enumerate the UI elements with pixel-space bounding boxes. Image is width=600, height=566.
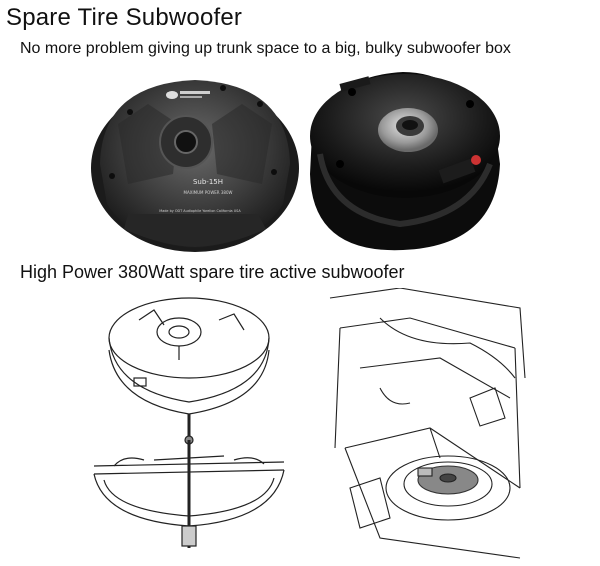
page-subtitle: No more problem giving up trunk space to…: [20, 40, 511, 57]
subwoofer-angle-photo: [300, 64, 506, 254]
model-label: Sub-15H: [193, 178, 223, 186]
brand-logo: [166, 91, 210, 99]
power-label: MAXIMUM POWER 380W: [184, 190, 233, 195]
section-headline: High Power 380Watt spare tire active sub…: [20, 262, 405, 282]
trunk-installation-drawing: [320, 288, 532, 562]
made-by-label: Made by ODT Audiophile Yorelion Californ…: [159, 209, 241, 213]
installation-drawing: [84, 290, 294, 562]
page-title: Spare Tire Subwoofer: [6, 4, 243, 31]
subwoofer-top-photo: Sub-15H MAXIMUM POWER 380W Made by ODT A…: [88, 64, 302, 254]
